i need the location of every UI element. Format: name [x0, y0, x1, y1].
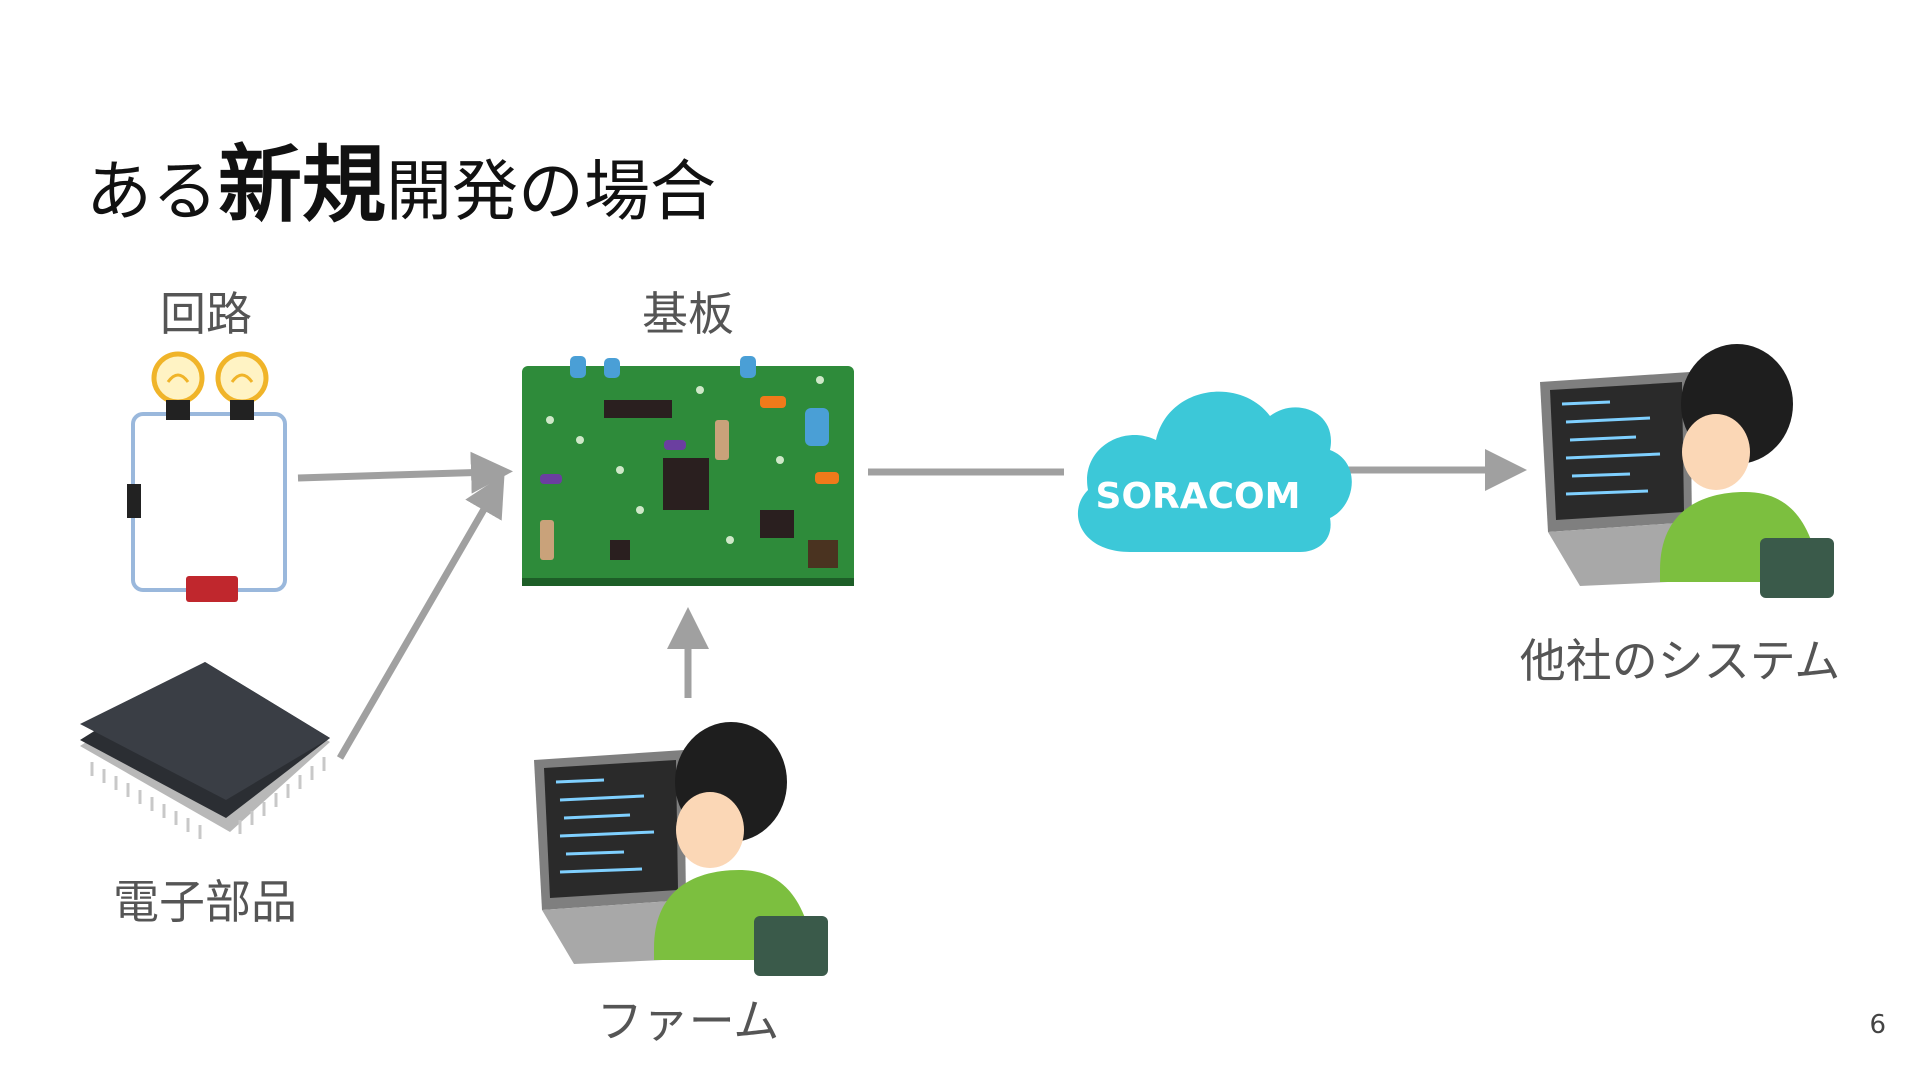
bulb-icon — [215, 351, 269, 420]
circuit-board-illustration — [522, 356, 854, 586]
title-suffix: 開発の場合 — [386, 153, 717, 230]
resistor-icon — [186, 576, 238, 602]
component-label: 電子部品 — [113, 875, 297, 929]
other-system-programmer-illustration — [1540, 344, 1834, 598]
switch-icon — [127, 484, 141, 518]
circuit-illustration — [127, 351, 287, 602]
microchip-illustration — [80, 662, 330, 839]
arrow-component-to-board — [336, 473, 505, 760]
circuit-label: 回路 — [160, 287, 252, 341]
bulb-icon — [151, 351, 205, 420]
arrow-circuit-to-board — [297, 451, 513, 494]
slide-title: ある新規開発の場合 — [86, 118, 716, 239]
title-emphasis: 新規 — [218, 136, 387, 234]
page-number: 6 — [1869, 1010, 1886, 1040]
firmware-programmer-illustration — [534, 722, 828, 976]
board-label: 基板 — [642, 287, 734, 341]
other-system-label: 他社のシステム — [1519, 634, 1841, 688]
cloud-label: SORACOM — [1096, 476, 1301, 517]
cloud-illustration: SORACOM — [1077, 391, 1352, 552]
firmware-label: ファーム — [596, 994, 780, 1048]
title-prefix: ある — [86, 153, 218, 230]
